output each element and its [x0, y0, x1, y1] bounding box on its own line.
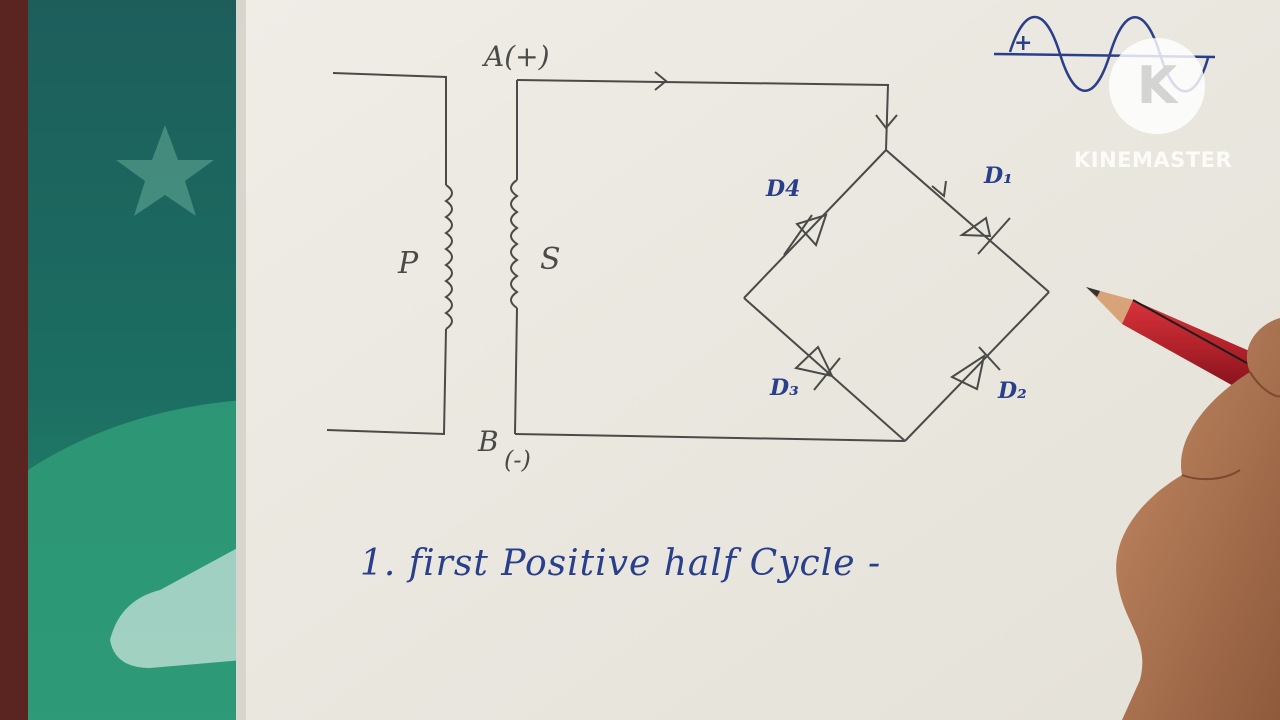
diode-icon: [959, 216, 1011, 255]
heading-text: 1. first Positive half Cycle -: [360, 543, 882, 584]
desk-edge: [0, 0, 30, 720]
hand-icon: [1116, 318, 1280, 720]
secondary-winding-label: S: [540, 242, 561, 277]
folder-stripe: [110, 545, 243, 668]
kinemaster-logo-icon: K: [1109, 38, 1205, 134]
diode-icon: [949, 346, 1001, 391]
node-b-sign: (-): [504, 446, 531, 474]
transformer-secondary: [510, 80, 519, 435]
primary-winding-label: P: [398, 246, 419, 281]
paper-edge: [236, 0, 246, 720]
diode-icon: [793, 345, 841, 391]
waveform-sign: +: [1014, 30, 1033, 56]
kinemaster-logo-glyph: K: [1136, 56, 1178, 116]
diode-d3-label: D₃: [770, 375, 799, 401]
wire-bottom: [514, 433, 906, 442]
kinemaster-watermark: KINEMASTER: [1074, 148, 1233, 172]
pencil-icon: [1086, 287, 1270, 398]
node-b-label: B: [478, 425, 499, 458]
transformer-primary: [326, 72, 453, 436]
diode-d2-label: D₂: [998, 378, 1027, 404]
current-arrow-icon: [875, 114, 898, 130]
current-arrow-icon: [654, 71, 668, 91]
diode-d4-label: D4: [766, 176, 801, 202]
node-a-label: A(+): [484, 40, 550, 73]
bridge-rectifier: [743, 149, 1050, 442]
diode-d1-label: D₁: [984, 163, 1013, 189]
paper-sheet: [236, 0, 1280, 720]
diode-icon: [783, 213, 828, 256]
star-icon: [116, 125, 214, 216]
current-arrow-icon: [931, 180, 947, 198]
